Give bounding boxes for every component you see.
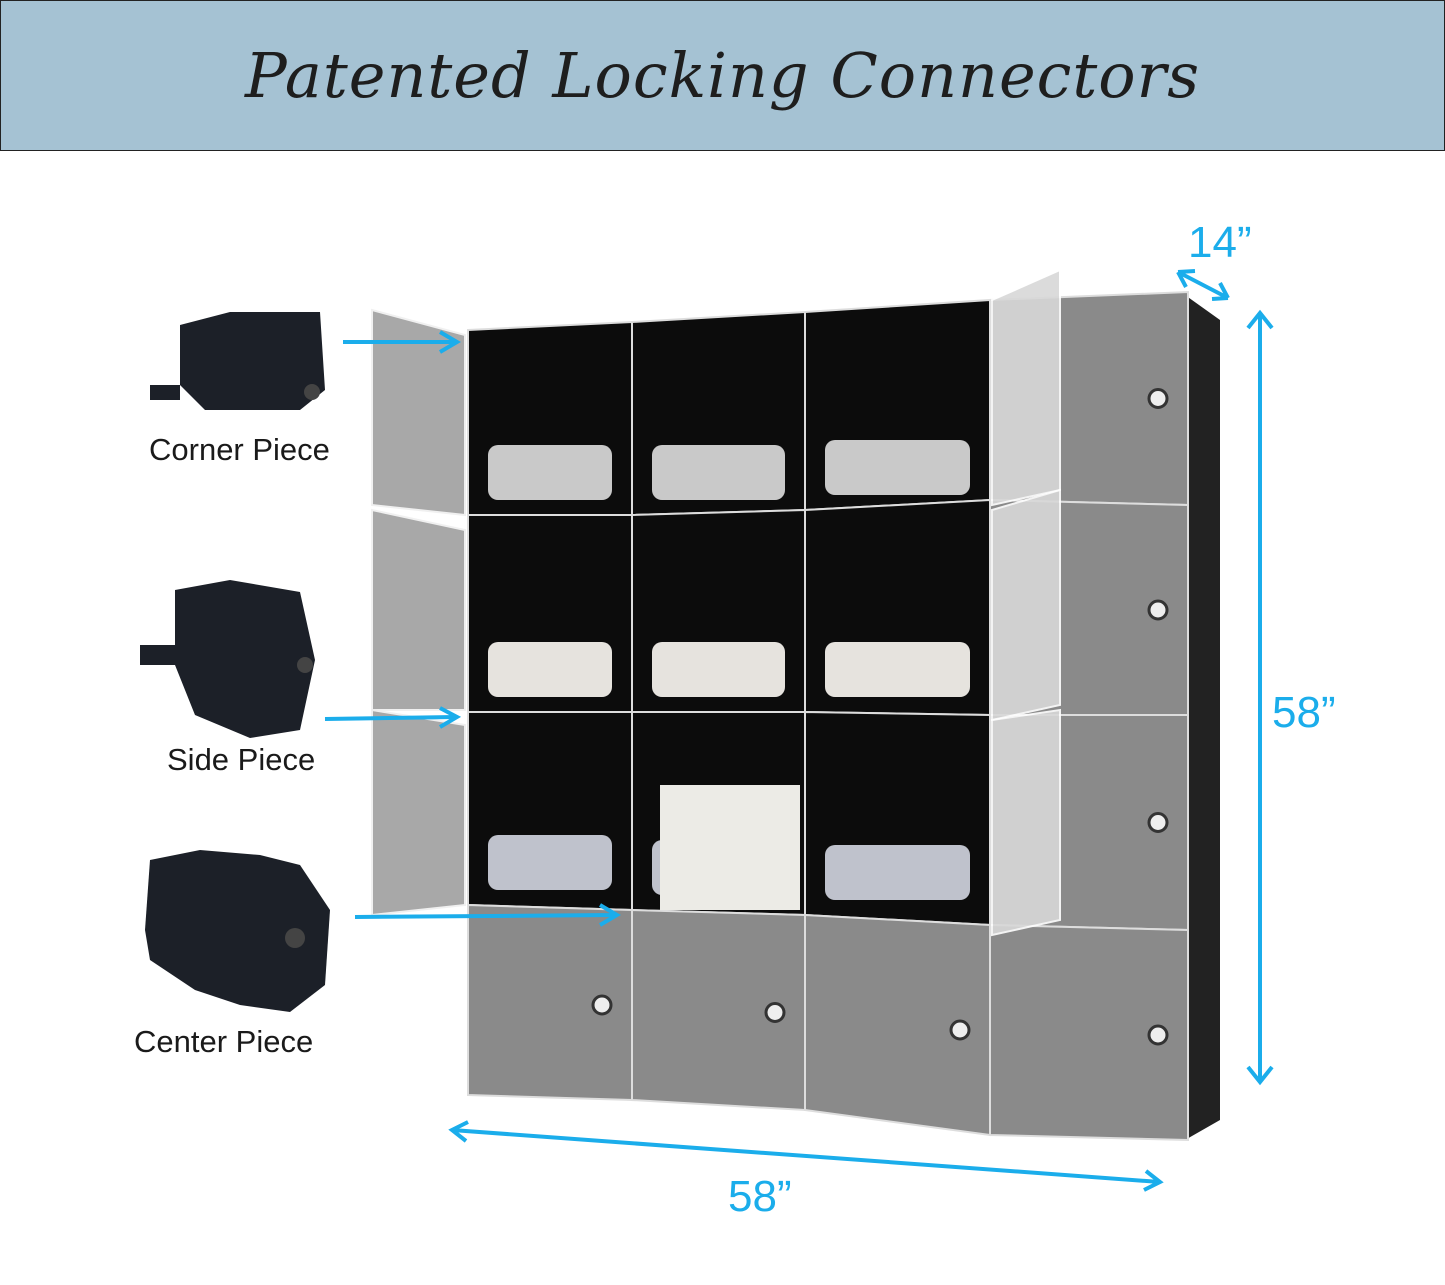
folded-clothes: [652, 445, 785, 500]
connector-corner-icon: [150, 312, 325, 410]
storage-box: [660, 785, 800, 910]
cabinet-cube: [989, 923, 1189, 1142]
width-label: 58”: [728, 1172, 792, 1221]
connector-side-icon: [140, 580, 315, 738]
door-handle-icon: [764, 1002, 786, 1023]
height-arrow-icon: [1246, 309, 1274, 1086]
door-handle-icon: [949, 1019, 971, 1041]
open-door-right: [991, 708, 1061, 937]
width-arrow-icon: [448, 1120, 1164, 1192]
open-door-left: [371, 708, 466, 917]
depth-arrow-icon: [1176, 269, 1230, 301]
page-title: Patented Locking Connectors: [244, 39, 1201, 112]
corner-piece-label: Corner Piece: [149, 432, 330, 467]
open-door-right: [991, 488, 1061, 722]
height-label: 58”: [1272, 688, 1336, 737]
arrow-corner-icon: [343, 330, 461, 354]
folded-clothes: [652, 642, 785, 697]
dimension-arrows: [324, 269, 1274, 1192]
door-handle-icon: [1147, 1024, 1169, 1046]
folded-clothes: [825, 440, 970, 495]
side-piece-label: Side Piece: [167, 742, 316, 777]
storage-cube-cabinet: [371, 268, 1220, 1142]
cabinet-side-panel: [1185, 295, 1220, 1140]
folded-clothes: [825, 642, 970, 697]
door-handle-icon: [1147, 812, 1169, 833]
open-door-right: [991, 268, 1061, 507]
folded-clothes: [825, 845, 970, 900]
door-handle-icon: [591, 994, 613, 1016]
title-banner: Patented Locking Connectors: [0, 0, 1445, 151]
door-handle-icon: [1147, 388, 1169, 409]
open-door-left: [371, 508, 466, 711]
center-piece-label: Center Piece: [134, 1024, 314, 1059]
door-handle-icon: [1147, 599, 1169, 621]
arrow-center-icon: [354, 903, 621, 927]
folded-clothes: [488, 642, 612, 697]
folded-clothes: [488, 835, 612, 890]
folded-clothes: [488, 445, 612, 500]
depth-label: 14”: [1188, 218, 1252, 267]
connector-center-icon: [145, 850, 330, 1012]
arrow-side-icon: [324, 706, 462, 729]
open-door-left: [371, 308, 466, 517]
